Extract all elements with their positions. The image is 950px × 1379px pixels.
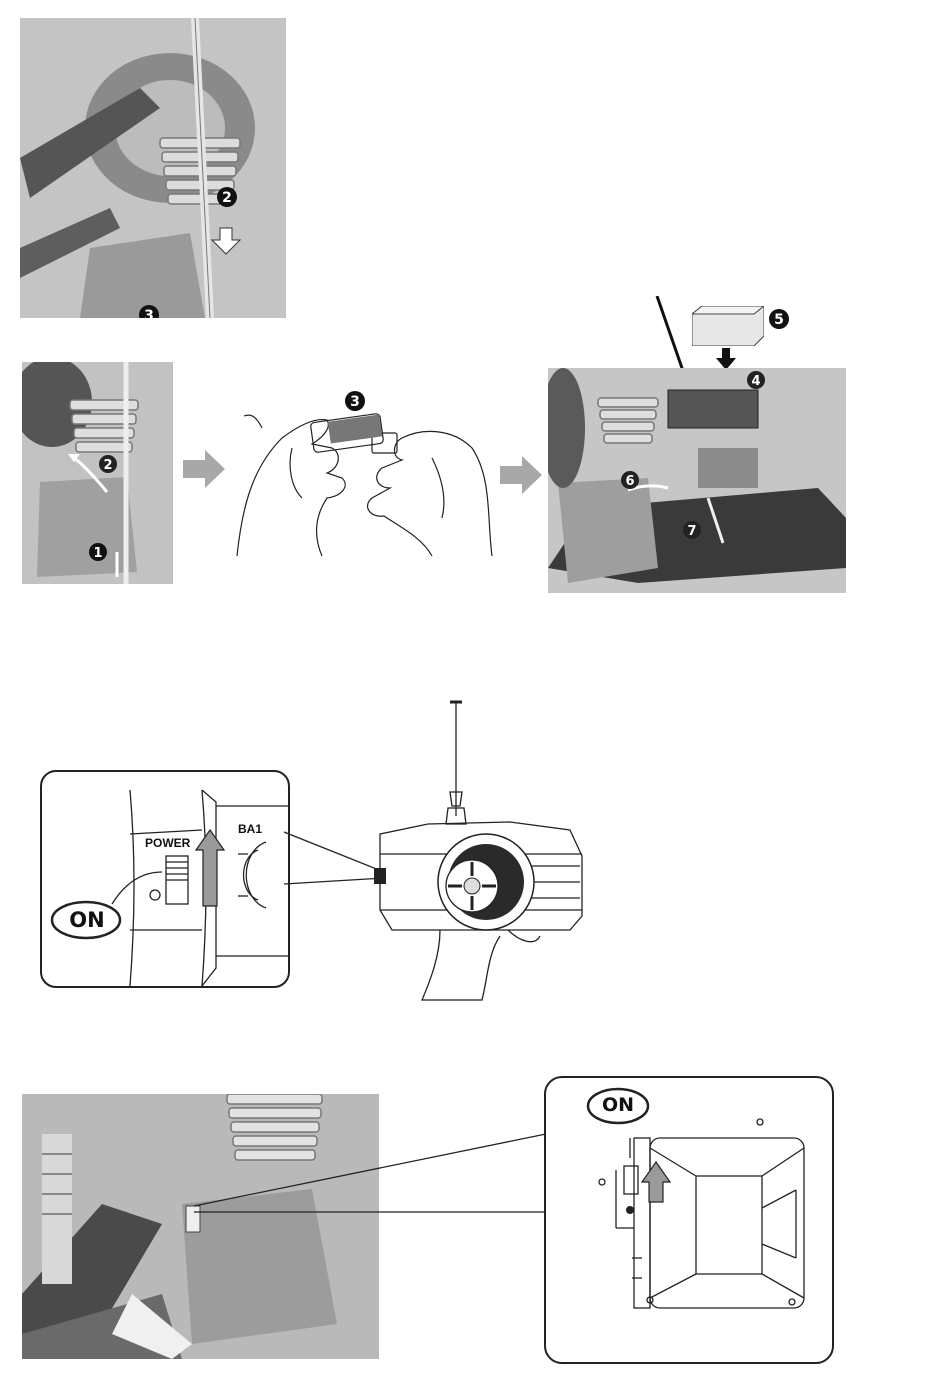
photo-engine-antenna: 2 3 <box>20 18 286 318</box>
sequence-arrow-icon <box>183 450 225 488</box>
power-switch-label: POWER <box>145 836 190 850</box>
step4-marker-6-text: 6 <box>625 474 634 489</box>
transmitter-illustration <box>370 696 590 1002</box>
battery-label: BA1 <box>238 822 262 836</box>
step3-marker-3: 3 <box>344 390 366 412</box>
step2-marker-1: 1 <box>88 542 108 562</box>
step1-marker-3-text: 3 <box>144 308 154 318</box>
on-label: ON <box>67 908 107 932</box>
photo-chassis-battery-holder: 4 6 7 <box>548 368 846 593</box>
transmitter-power-switch-callout: POWER BA1 ON <box>40 770 290 988</box>
step4-marker-4-text: 4 <box>751 374 760 389</box>
step4-marker-6: 6 <box>620 470 640 490</box>
step2-marker-2-text: 2 <box>103 458 112 473</box>
step2-marker-1-text: 1 <box>93 546 102 561</box>
step1-marker-2-text: 2 <box>222 190 232 206</box>
receiver-on-label: ON <box>598 1094 638 1116</box>
drawing-hands-battery-pack: 3 <box>232 388 497 558</box>
receiver-power-switch-callout: ON <box>544 1076 834 1364</box>
step4-marker-5: 5 <box>768 308 790 330</box>
sequence-arrow-icon <box>500 456 542 494</box>
receiver-callout-leader-lines <box>190 1130 550 1230</box>
step4-marker-4: 4 <box>746 370 766 390</box>
step4-marker-5-text: 5 <box>774 312 784 328</box>
photo-engine-receiver-box: 2 1 <box>22 362 173 584</box>
step2-marker-2: 2 <box>98 454 118 474</box>
step1-marker-3: 3 <box>138 304 160 318</box>
step3-marker-3-text: 3 <box>350 394 360 410</box>
step1-marker-2: 2 <box>216 186 238 208</box>
battery-block-illustration <box>692 306 764 346</box>
down-arrow-icon <box>716 348 736 370</box>
step4-marker-7: 7 <box>682 520 702 540</box>
step4-marker-7-text: 7 <box>687 524 696 539</box>
